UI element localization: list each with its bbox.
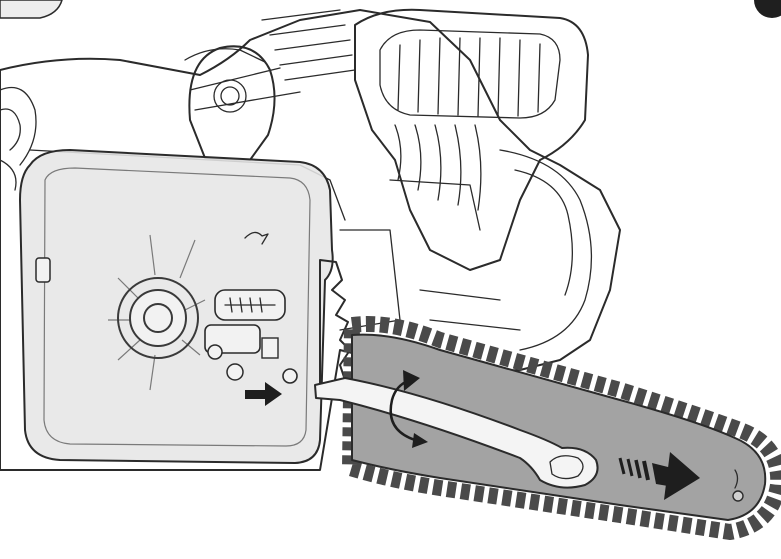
corner-tab <box>0 0 63 19</box>
handle-grip-window <box>379 29 561 119</box>
bar-tip-rivet <box>732 490 744 502</box>
front-knob-hole-inner <box>220 86 240 106</box>
bar-tip-groove <box>734 469 739 489</box>
cover-latch-arrow-icon <box>244 231 269 245</box>
housing-top-ridges <box>184 9 356 111</box>
combination-tool <box>314 377 599 489</box>
push-direction-arrow-icon <box>618 452 700 500</box>
guide-bar <box>351 333 767 521</box>
cover-clip <box>35 257 51 283</box>
saw-chain <box>342 316 781 540</box>
curved-arrow-icon <box>389 370 428 448</box>
handle-grip-ribs <box>397 37 541 117</box>
cover-screw <box>282 368 298 384</box>
front-knob <box>188 45 276 161</box>
chain-tensioner <box>204 289 286 381</box>
front-knob-hole <box>213 79 247 113</box>
handle-guard-fins <box>394 124 482 211</box>
side-cover-inner-edge <box>43 167 311 447</box>
handle-lower-loop <box>499 149 593 351</box>
tool-ring <box>549 455 584 480</box>
drive-sprocket <box>108 234 206 391</box>
corner-badge <box>754 0 781 18</box>
tension-direction-arrow-icon <box>245 382 282 406</box>
rear-handle <box>354 8 589 271</box>
